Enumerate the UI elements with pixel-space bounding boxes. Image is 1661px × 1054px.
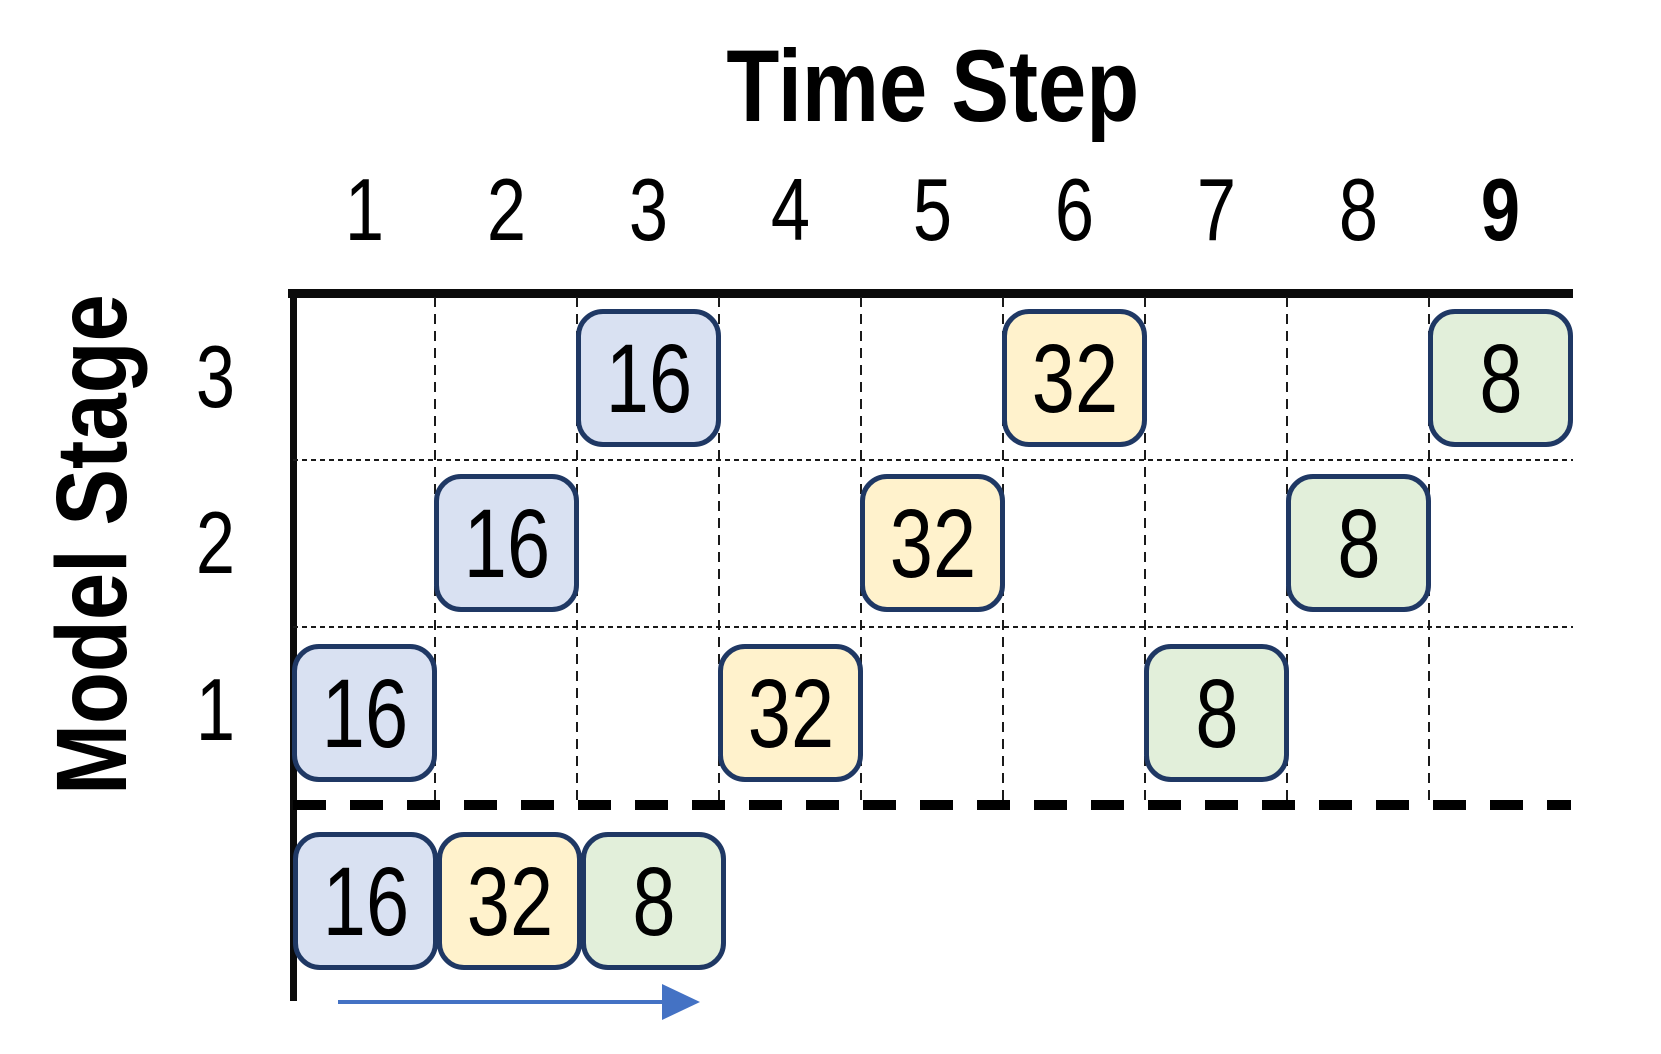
stage-label-2: 2 xyxy=(155,493,275,593)
x-tick-5: 5 xyxy=(861,160,1003,260)
box-value: 16 xyxy=(322,846,409,956)
x-tick-9: 9 xyxy=(1429,160,1571,260)
x-tick-1-text: 1 xyxy=(344,160,384,259)
grid-vline-6 xyxy=(1144,297,1146,800)
x-tick-9-text: 9 xyxy=(1480,160,1520,259)
stage-label-3-text: 3 xyxy=(195,327,235,426)
box-value: 32 xyxy=(747,658,834,768)
grid-hline-2 xyxy=(293,626,1573,628)
x-tick-6: 6 xyxy=(1003,160,1145,260)
box-value: 32 xyxy=(1031,323,1118,433)
y-axis-line xyxy=(290,289,297,1001)
grid-vline-3 xyxy=(718,297,720,800)
stage-label-2-text: 2 xyxy=(195,493,235,592)
schedule-divider-dashed-line xyxy=(293,800,1571,810)
x-tick-6-text: 6 xyxy=(1054,160,1094,259)
x-tick-5-text: 5 xyxy=(912,160,952,259)
x-tick-7: 7 xyxy=(1145,160,1287,260)
x-tick-4-text: 4 xyxy=(770,160,810,259)
schedule-box-stage3-time9: 8 xyxy=(1428,309,1573,447)
grid-hline-1 xyxy=(293,459,1573,461)
x-tick-3-text: 3 xyxy=(628,160,668,259)
stage-label-1-text: 1 xyxy=(195,660,235,759)
schedule-box-stage2-time5: 32 xyxy=(860,474,1005,612)
x-tick-8-text: 8 xyxy=(1338,160,1378,259)
x-tick-2-text: 2 xyxy=(486,160,526,259)
x-axis-title: Time Step xyxy=(293,30,1573,142)
box-value: 16 xyxy=(605,323,692,433)
schedule-box-stage1-time1: 16 xyxy=(292,644,437,782)
time-arrow xyxy=(338,984,700,1020)
batch-box-16: 16 xyxy=(293,832,438,970)
stage-label-1: 1 xyxy=(155,660,275,760)
y-axis-title-text: Model Stage xyxy=(36,294,148,796)
box-value: 32 xyxy=(466,846,553,956)
schedule-box-stage3-time3: 16 xyxy=(576,309,721,447)
schedule-box-stage2-time2: 16 xyxy=(434,474,579,612)
box-value: 8 xyxy=(1194,658,1239,768)
stage-label-3: 3 xyxy=(155,327,275,427)
schedule-box-stage3-time6: 32 xyxy=(1002,309,1147,447)
y-axis-title: Model Stage xyxy=(36,245,148,845)
x-tick-4: 4 xyxy=(719,160,861,260)
x-tick-3: 3 xyxy=(577,160,719,260)
box-value: 16 xyxy=(463,488,550,598)
box-value: 32 xyxy=(889,488,976,598)
x-tick-2: 2 xyxy=(435,160,577,260)
batch-box-32: 32 xyxy=(437,832,582,970)
x-tick-7-text: 7 xyxy=(1196,160,1236,259)
x-axis-title-text: Time Step xyxy=(726,29,1140,143)
x-tick-1: 1 xyxy=(293,160,435,260)
schedule-box-stage2-time8: 8 xyxy=(1286,474,1431,612)
box-value: 8 xyxy=(631,846,676,956)
x-tick-8: 8 xyxy=(1287,160,1429,260)
schedule-box-stage1-time4: 32 xyxy=(718,644,863,782)
x-axis-line xyxy=(288,289,1573,298)
schedule-box-stage1-time7: 8 xyxy=(1144,644,1289,782)
arrow-head xyxy=(662,984,700,1020)
box-value: 8 xyxy=(1336,488,1381,598)
batch-box-8: 8 xyxy=(581,832,726,970)
box-value: 8 xyxy=(1478,323,1523,433)
box-value: 16 xyxy=(321,658,408,768)
